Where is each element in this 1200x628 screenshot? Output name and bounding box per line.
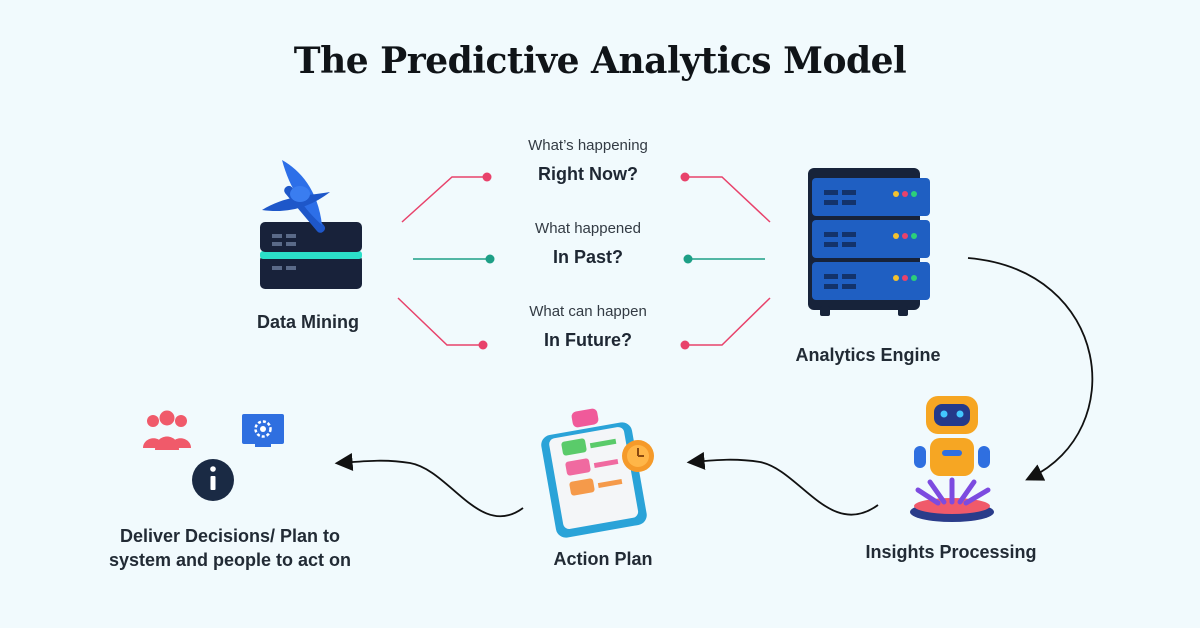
question-right-now-small: What’s happening [528,137,648,154]
insights-robot-icon [910,396,994,522]
action-plan-clipboard-icon [541,408,654,538]
connector-future-right [680,297,771,350]
connector-past-right [683,254,765,264]
label-action-plan: Action Plan [553,549,653,569]
label-deliver-line-2: system and people to act on [108,550,352,570]
question-past: What happened In Past? [468,220,708,268]
arrow-action-to-deliver [334,453,524,518]
label-deliver-decisions: Deliver Decisions/ Plan to system and pe… [80,524,380,572]
label-deliver-line-1: Deliver Decisions/ Plan to [119,526,341,546]
connector-past-left [413,254,495,264]
label-analytics-engine: Analytics Engine [795,345,941,365]
question-right-now-big: Right Now? [538,164,638,184]
question-right-now: What’s happening Right Now? [468,137,708,185]
label-data-mining: Data Mining [257,312,359,332]
analytics-engine-server-icon [808,168,930,316]
question-past-small: What happened [535,220,641,237]
page-title: The Predictive Analytics Model [293,40,907,82]
connector-future-left [397,297,488,350]
question-past-big: In Past? [552,247,623,267]
connector-right-now-right [680,172,771,223]
question-future-small: What can happen [529,303,647,320]
people-group-icon [143,410,191,450]
data-mining-icon [260,160,362,289]
info-icon [192,459,234,501]
monitor-settings-icon [242,414,284,447]
question-future: What can happen In Future? [468,303,708,351]
arrow-insights-to-action [686,451,879,516]
arrow-engine-to-insights [967,257,1094,481]
label-insights-processing: Insights Processing [865,542,1037,562]
connector-right-now-left [401,172,492,223]
question-future-big: In Future? [544,330,632,350]
